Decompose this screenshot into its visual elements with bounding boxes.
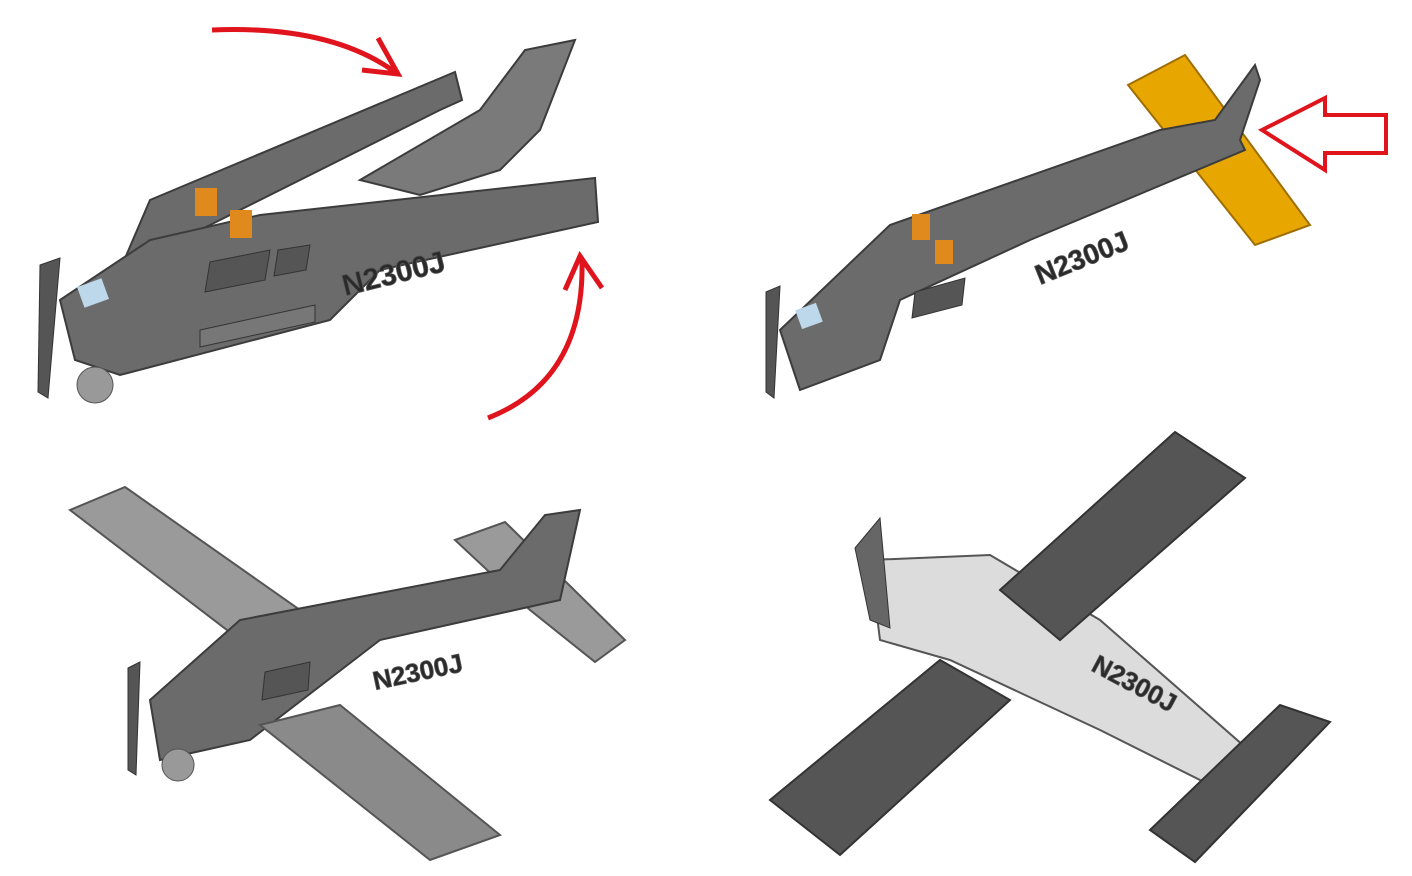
lower-slot <box>199 304 316 348</box>
window <box>273 244 311 277</box>
window <box>261 661 311 701</box>
main-wing-right <box>998 430 1247 642</box>
propeller <box>127 661 141 776</box>
red-arrowhead-bottom <box>562 250 605 292</box>
fuselage <box>778 62 1262 392</box>
blue-clip <box>795 302 823 330</box>
panel-step-4: N2300J <box>768 430 1332 864</box>
red-arrowhead-top <box>361 36 403 78</box>
propeller <box>765 285 781 399</box>
registration-label: N2300J <box>1031 225 1134 290</box>
red-arrow-bottom <box>487 259 585 421</box>
red-arrow-top <box>211 27 397 75</box>
blue-clip <box>77 278 109 308</box>
main-wing-lower <box>257 703 503 862</box>
fuselage <box>148 508 582 762</box>
orange-tab <box>935 240 953 264</box>
orange-tab <box>230 210 252 238</box>
registration-label: N2300J <box>370 648 465 696</box>
orange-tab <box>195 188 217 216</box>
main-wing-left <box>768 658 1012 857</box>
propeller <box>37 257 61 399</box>
panel-step-3: N2300J <box>68 485 627 862</box>
propeller <box>854 516 891 629</box>
horizontal-stabilizer <box>1148 703 1332 864</box>
red-outline-arrow <box>1257 94 1388 174</box>
orange-tab <box>912 214 930 240</box>
tail-fin <box>357 38 577 197</box>
panel-step-1: N2300J <box>37 27 605 421</box>
panel-step-2: N2300J <box>765 53 1388 399</box>
wheel <box>76 366 114 404</box>
window <box>911 277 966 319</box>
wheel <box>161 748 195 782</box>
fuselage-lower-half <box>58 176 600 377</box>
window <box>204 249 271 293</box>
